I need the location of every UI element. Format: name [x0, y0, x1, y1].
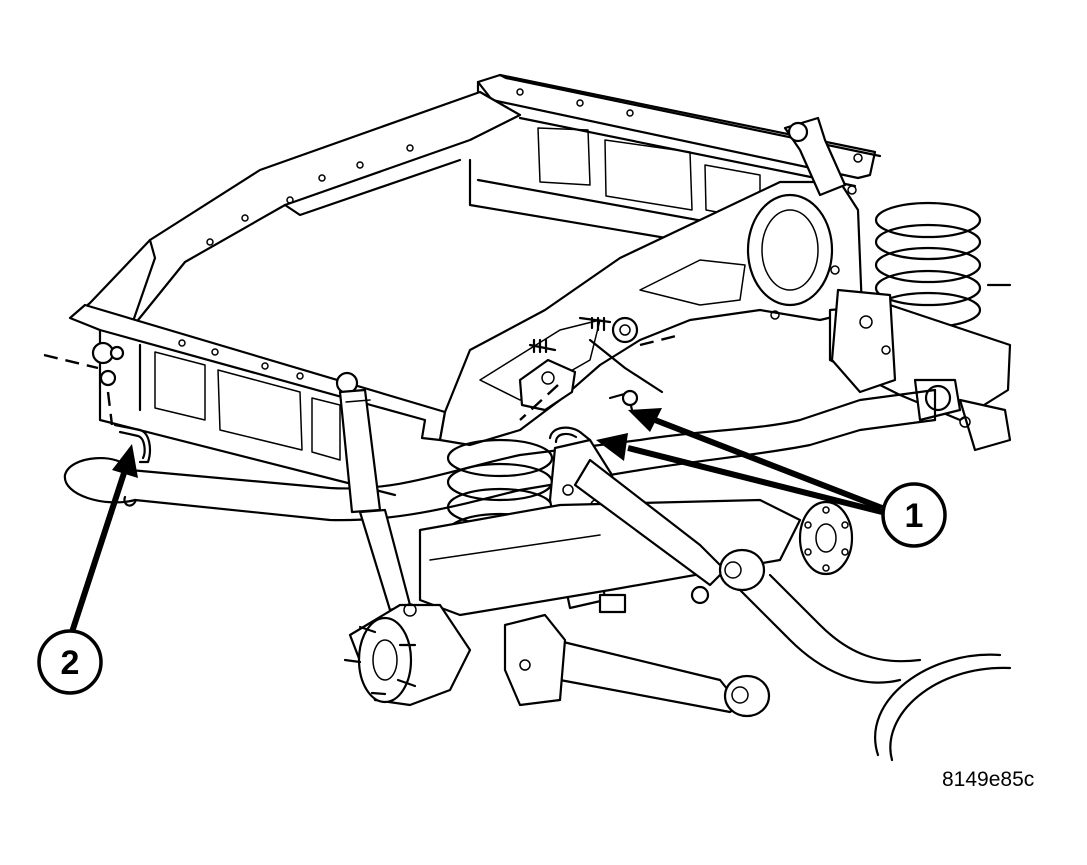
- stabilizer-bar: [63, 388, 937, 522]
- callout-2: 2: [37, 629, 103, 695]
- callout-2-arrow: [69, 444, 138, 633]
- figure-id-label: 8149e85c: [942, 768, 1035, 791]
- callout-2-label: 2: [61, 644, 80, 682]
- upper-control-arm: [573, 458, 766, 605]
- callout-1: 1: [881, 482, 947, 548]
- right-wheel-flange: [798, 500, 854, 576]
- lower-control-arm-right: [553, 638, 771, 718]
- frame-rear-crossmember: [468, 73, 882, 260]
- right-axle-assembly: [828, 283, 1012, 452]
- upper-shock-mount: [783, 116, 863, 197]
- callout-1-label: 1: [905, 497, 924, 535]
- frame-right-rail: [438, 180, 864, 447]
- frame-left-rail: [70, 90, 522, 332]
- left-wheel-hub: [343, 603, 472, 707]
- lower-control-arm-left-bracket: [503, 613, 567, 707]
- stabilizer-link-clips-1: [518, 316, 681, 444]
- callout-1-arrows: [596, 408, 884, 515]
- exhaust-pipe: [738, 573, 1012, 762]
- left-frame-stud: [43, 341, 125, 426]
- left-shock-absorber: [335, 371, 412, 612]
- stabilizer-clip-2: [113, 423, 151, 507]
